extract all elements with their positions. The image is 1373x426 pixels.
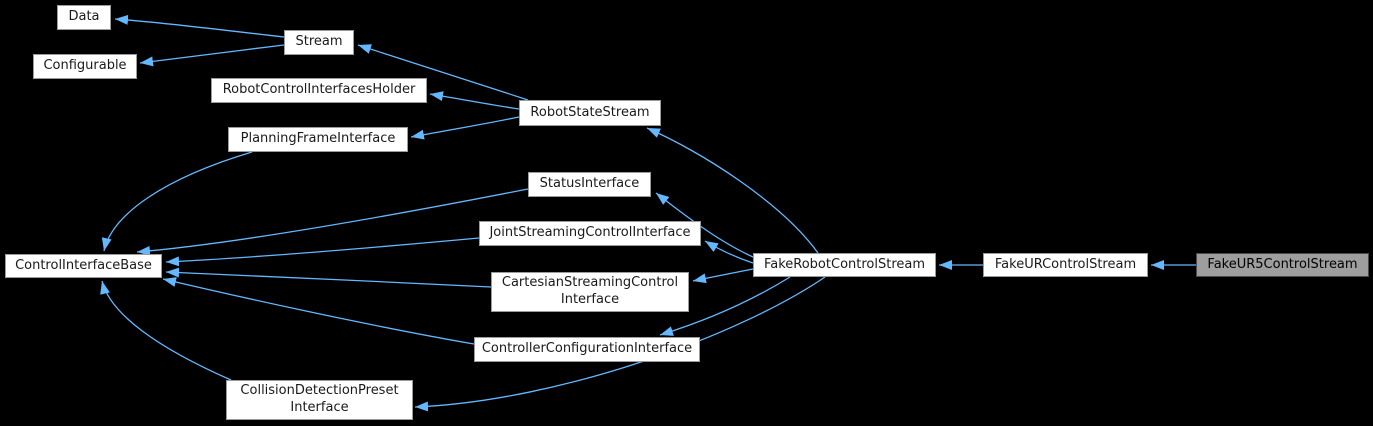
edge-stream-to-configurable	[139, 44, 285, 67]
edge-fakerobotcontrolstream-to-robotstatestream	[646, 127, 819, 254]
edge-planningframeinterface-to-controlinterfacebase	[101, 151, 253, 252]
node-collision-detection-preset-interface[interactable]: CollisionDetectionPreset Interface	[226, 380, 413, 420]
edge-collisiondetectionpresetinterface-to-controlinterfacebase	[100, 280, 232, 381]
edge-statusinterface-to-controlinterfacebase	[136, 188, 529, 256]
edge-fakerobotcontrolstream-to-cartesianstreamingcontrolinterface	[692, 268, 754, 284]
node-control-interface-base[interactable]: ControlInterfaceBase	[5, 254, 162, 278]
edge-robotstatestream-to-robotcontrolinterfacesholder	[429, 91, 520, 110]
node-robot-control-interfaces-holder[interactable]: RobotControlInterfacesHolder	[211, 78, 427, 103]
node-controller-configuration-interface[interactable]: ControllerConfigurationInterface	[474, 337, 700, 362]
edge-stream-to-data	[114, 14, 285, 38]
edge-fakerobotcontrolstream-to-controllerconfigurationinterface	[659, 276, 791, 336]
edge-robotstatestream-to-stream	[357, 44, 529, 101]
edge-controllerconfigurationinterface-to-controlinterfacebase	[162, 277, 475, 345]
node-data[interactable]: Data	[57, 5, 111, 30]
node-stream[interactable]: Stream	[284, 30, 354, 55]
node-cartesian-streaming-control-interface[interactable]: CartesianStreamingControl Interface	[491, 272, 689, 312]
node-fake-ur-control-stream[interactable]: FakeURControlStream	[983, 253, 1148, 277]
edge-jointstreamingcontrolinterface-to-controlinterfacebase	[165, 237, 480, 267]
edge-fakerobotcontrolstream-to-jointstreamingcontrolinterface	[704, 240, 754, 264]
node-joint-streaming-control-interface[interactable]: JointStreamingControlInterface	[479, 221, 701, 246]
node-planning-frame-interface[interactable]: PlanningFrameInterface	[228, 127, 408, 152]
node-robot-state-stream[interactable]: RobotStateStream	[519, 100, 661, 126]
node-fake-ur5-control-stream: FakeUR5ControlStream	[1196, 253, 1369, 277]
edge-robotstatestream-to-planningframeinterface	[410, 116, 520, 140]
node-fake-robot-control-stream[interactable]: FakeRobotControlStream	[753, 253, 936, 277]
edge-cartesianstreamingcontrolinterface-to-controlinterfacebase	[165, 267, 492, 288]
node-configurable[interactable]: Configurable	[33, 54, 137, 79]
edge-fakerobotcontrolstream-to-statusinterface	[655, 192, 754, 258]
node-status-interface[interactable]: StatusInterface	[528, 172, 651, 197]
